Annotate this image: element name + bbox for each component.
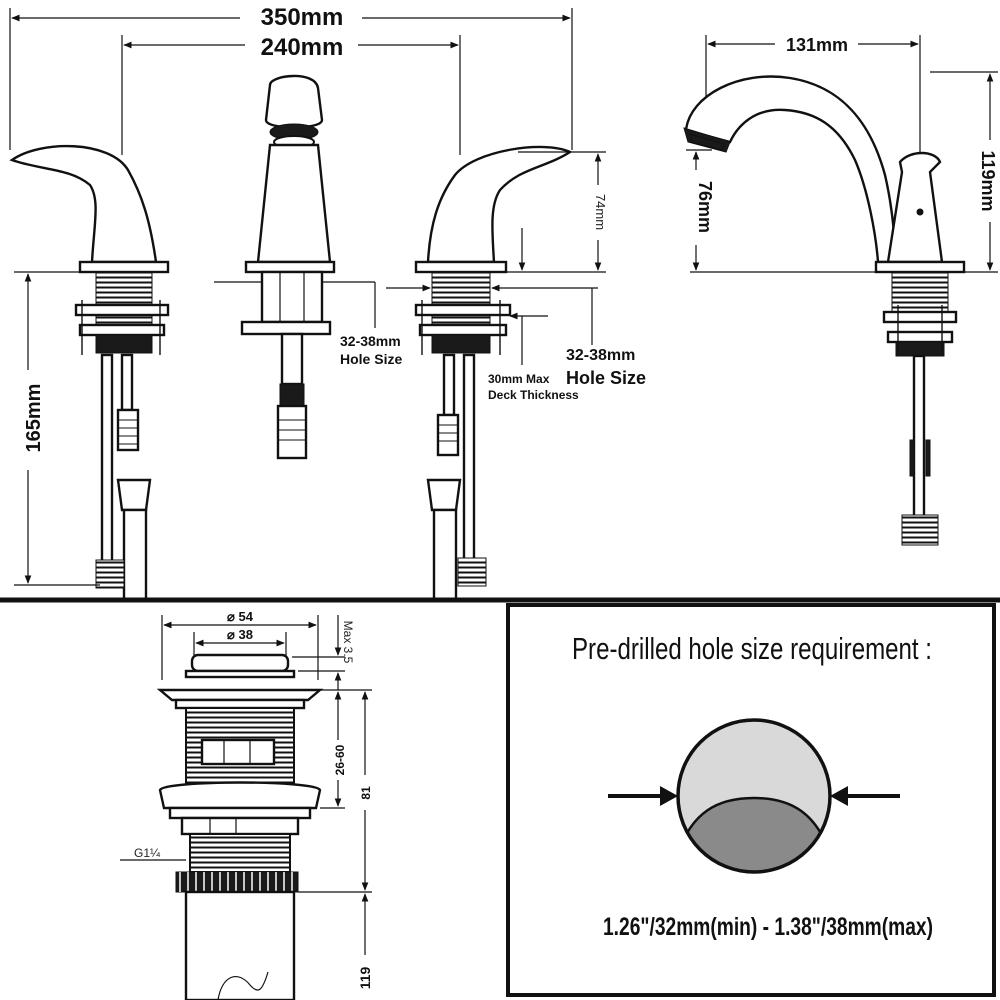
spout-body — [683, 75, 966, 546]
deck-thickness-dimension: 30mm Max Deck Thickness — [488, 228, 579, 402]
faucet-front-view: 350mm 240mm — [9, 4, 646, 602]
thread-range-label: 26-60 — [333, 744, 347, 775]
overall-height-label: 119mm — [978, 150, 998, 211]
spread-dimension: 240mm — [121, 34, 461, 155]
deck-thickness-line2: Deck Thickness — [488, 388, 579, 402]
spout-reach-label: 131mm — [786, 35, 848, 55]
outer-diameter-label: ⌀ 54 — [227, 609, 254, 624]
hole-size-range: 1.26"/32mm(min) - 1.38"/38mm(max) — [603, 913, 933, 941]
right-hole-size-line1: 32-38mm — [566, 347, 635, 364]
tail-length-label: 119 — [357, 966, 373, 989]
hole-illustration — [608, 718, 900, 874]
left-handle — [9, 144, 170, 602]
right-arrow-icon — [830, 786, 900, 806]
handle-height-label: 74mm — [593, 194, 608, 230]
drain-vertical-dimensions: Max 3.5 26-60 81 119 — [292, 615, 373, 989]
handle-height-dimension: 74mm — [506, 151, 608, 273]
spout-reach-dimension: 131mm — [705, 35, 921, 160]
inner-diameter-label: ⌀ 38 — [227, 627, 253, 642]
drain-body: G1¼ — [120, 653, 324, 1000]
overall-width-label: 350mm — [261, 4, 344, 31]
center-hole-size-line2: Hole Size — [340, 351, 402, 367]
left-arrow-icon — [608, 786, 678, 806]
pop-up-drain-drawing: ⌀ 54 ⌀ 38 G1¼ — [120, 609, 373, 1000]
thread-spec-label: G1¼ — [134, 846, 161, 860]
spout-height-dimension: 76mm — [686, 149, 878, 273]
center-hole-size-line1: 32-38mm — [340, 333, 401, 349]
hole-requirement-title: Pre-drilled hole size requirement : — [572, 631, 932, 666]
overall-width-dimension: 350mm — [9, 4, 573, 150]
deck-thickness-line1: 30mm Max — [488, 372, 550, 386]
center-spout: 32-38mm Hole Size — [214, 74, 402, 460]
drain-diameter-dimensions: ⌀ 54 ⌀ 38 — [161, 609, 319, 680]
spout-height-label: 76mm — [695, 181, 715, 233]
under-deck-label: 165mm — [23, 384, 45, 453]
right-hole-size-dimension: 32-38mm Hole Size — [386, 284, 646, 388]
body-length-label: 81 — [359, 786, 373, 800]
under-deck-dimension: 165mm — [14, 271, 100, 586]
faucet-side-view: 131mm 76mm — [683, 35, 998, 546]
right-hole-size-line2: Hole Size — [566, 368, 646, 388]
overall-height-dimension: 119mm — [930, 71, 998, 273]
spread-label: 240mm — [261, 34, 344, 61]
right-handle — [414, 145, 573, 602]
cap-height-label: Max 3.5 — [341, 621, 355, 664]
hole-requirement-panel: Pre-drilled hole size requirement : 1.26… — [506, 603, 996, 997]
